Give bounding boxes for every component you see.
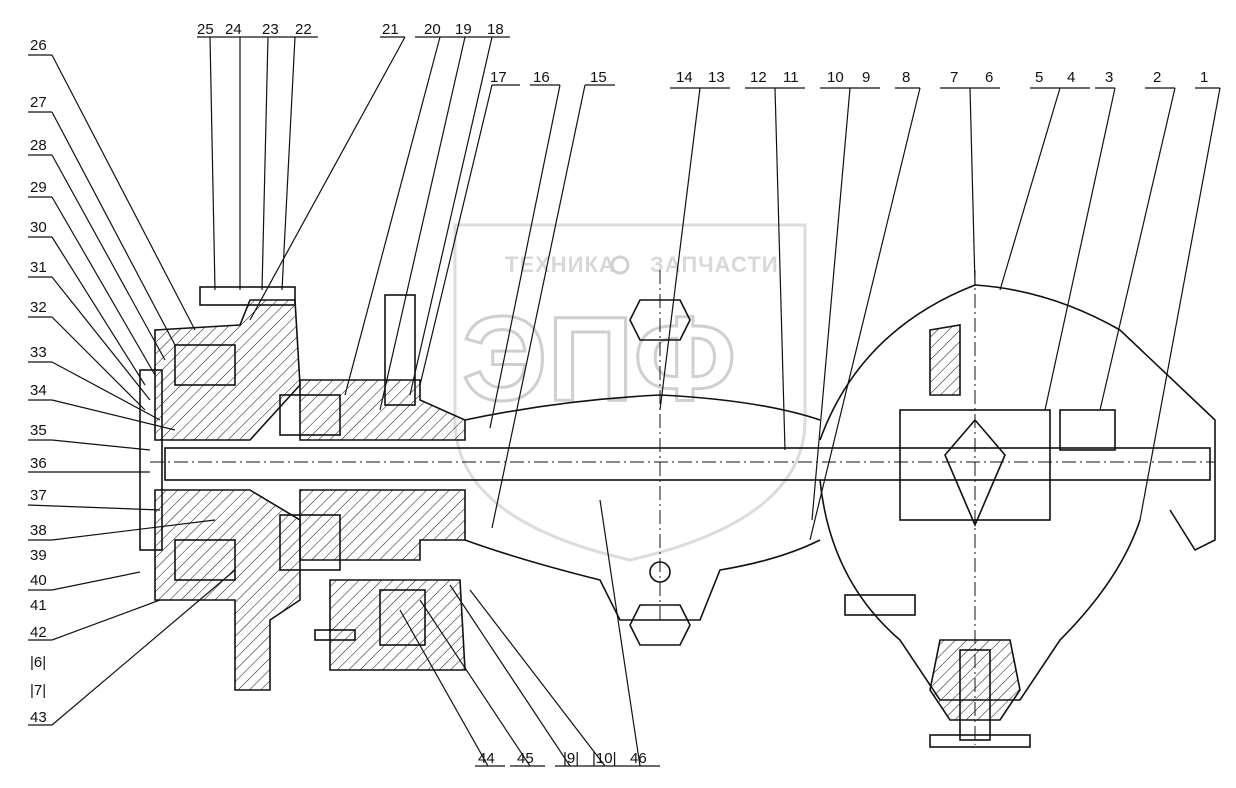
label-8: 8 bbox=[902, 69, 910, 86]
label-41: 41 bbox=[30, 597, 47, 614]
label-5: 5 bbox=[1035, 69, 1043, 86]
left-leader-lines bbox=[27, 54, 236, 726]
label-45: 45 bbox=[517, 750, 534, 767]
label-6-ref: |6| bbox=[30, 654, 46, 671]
label-38: 38 bbox=[30, 522, 47, 539]
central-housing bbox=[464, 299, 821, 646]
label-14: 14 bbox=[676, 69, 693, 86]
label-13: 13 bbox=[708, 69, 725, 86]
label-46: 46 bbox=[630, 750, 647, 767]
label-26: 26 bbox=[30, 37, 47, 54]
label-35: 35 bbox=[30, 422, 47, 439]
label-23: 23 bbox=[262, 21, 279, 38]
label-39: 39 bbox=[30, 547, 47, 564]
label-32: 32 bbox=[30, 299, 47, 316]
bottom-leader-lines bbox=[399, 499, 660, 767]
nut-bottom bbox=[629, 604, 691, 646]
label-4: 4 bbox=[1067, 69, 1075, 86]
label-12: 12 bbox=[750, 69, 767, 86]
label-1: 1 bbox=[1200, 69, 1208, 86]
label-10-ref: |10| bbox=[592, 750, 616, 767]
label-19: 19 bbox=[455, 21, 472, 38]
label-21: 21 bbox=[382, 21, 399, 38]
watermark: ТЕХНИКА ЗАПЧАСТИ ЭПФ bbox=[453, 223, 807, 562]
label-37: 37 bbox=[30, 487, 47, 504]
half-shaft bbox=[164, 447, 1211, 481]
differential bbox=[819, 284, 1216, 748]
label-34: 34 bbox=[30, 382, 47, 399]
bevel-gear bbox=[944, 418, 1006, 528]
label-42: 42 bbox=[30, 624, 47, 641]
wheel-hub bbox=[139, 286, 301, 691]
top-labels: 25 24 23 22 21 20 19 18 17 16 15 14 13 1… bbox=[197, 21, 1208, 86]
label-15: 15 bbox=[590, 69, 607, 86]
label-7-ref: |7| bbox=[30, 682, 46, 699]
plug bbox=[649, 561, 671, 583]
watermark-right-text: ЗАПЧАСТИ bbox=[650, 252, 779, 277]
label-40: 40 bbox=[30, 572, 47, 589]
gear-icon bbox=[610, 255, 630, 275]
label-18: 18 bbox=[487, 21, 504, 38]
label-16: 16 bbox=[533, 69, 550, 86]
watermark-logo-text: ЭПФ bbox=[462, 292, 736, 426]
pinion-shaft bbox=[959, 649, 991, 741]
label-2: 2 bbox=[1153, 69, 1161, 86]
label-10: 10 bbox=[827, 69, 844, 86]
left-labels: 26 27 28 29 30 31 32 33 34 35 36 37 38 3… bbox=[30, 37, 47, 726]
label-33: 33 bbox=[30, 344, 47, 361]
label-29: 29 bbox=[30, 179, 47, 196]
label-17: 17 bbox=[490, 69, 507, 86]
label-9-ref: |9| bbox=[563, 750, 579, 767]
label-28: 28 bbox=[30, 137, 47, 154]
label-11: 11 bbox=[783, 69, 799, 86]
label-22: 22 bbox=[295, 21, 312, 38]
brake-assembly bbox=[314, 579, 466, 671]
label-31: 31 bbox=[30, 259, 47, 276]
label-27: 27 bbox=[30, 94, 47, 111]
label-30: 30 bbox=[30, 219, 47, 236]
label-6: 6 bbox=[985, 69, 993, 86]
nut-top bbox=[629, 299, 691, 341]
label-25: 25 bbox=[197, 21, 214, 38]
label-24: 24 bbox=[225, 21, 242, 38]
label-44: 44 bbox=[478, 750, 495, 767]
bottom-labels: 44 45 |9| |10| 46 bbox=[478, 750, 647, 767]
leader-lines bbox=[197, 36, 1221, 541]
axle-housing bbox=[279, 294, 466, 571]
label-36: 36 bbox=[30, 455, 47, 472]
label-20: 20 bbox=[424, 21, 441, 38]
label-43: 43 bbox=[30, 709, 47, 726]
label-9: 9 bbox=[862, 69, 870, 86]
label-7: 7 bbox=[950, 69, 958, 86]
label-3: 3 bbox=[1105, 69, 1113, 86]
